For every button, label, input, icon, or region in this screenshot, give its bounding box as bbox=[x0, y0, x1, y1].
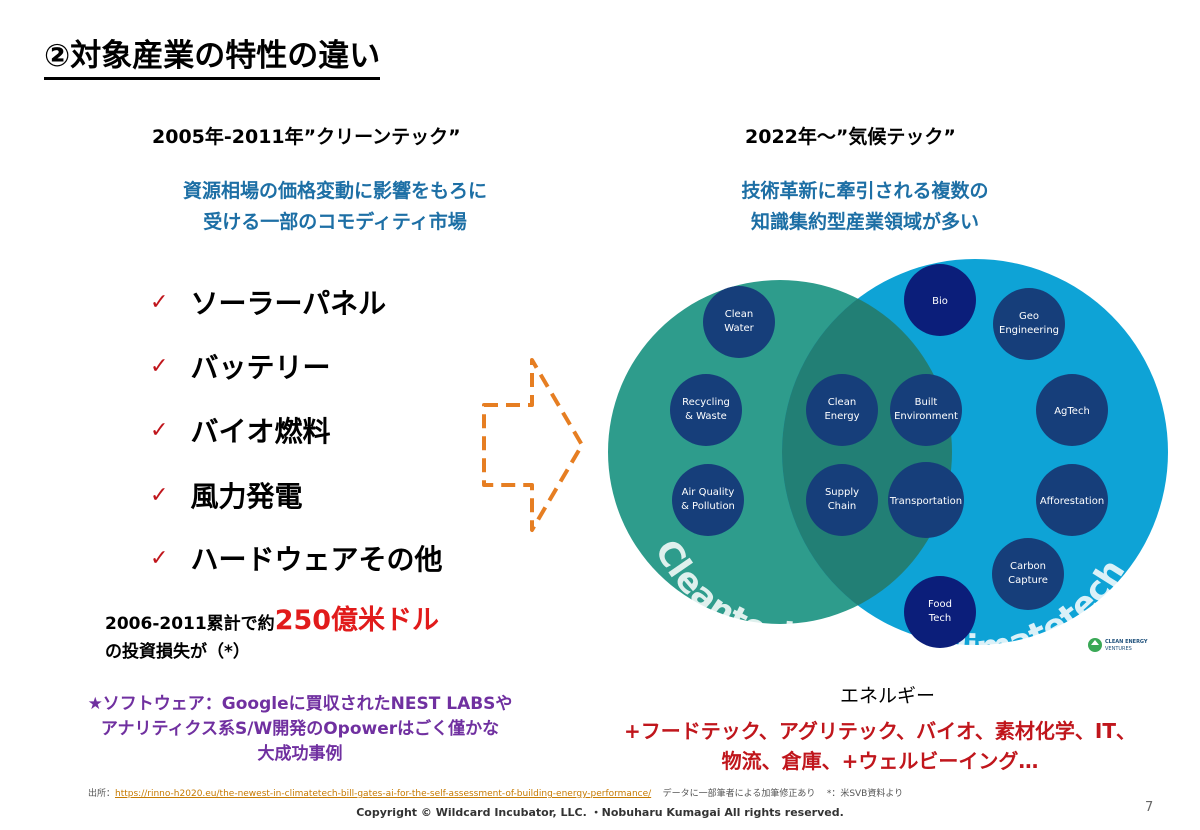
page-title: ②対象産業の特性の違い bbox=[44, 30, 381, 80]
node-carbon-capture: Carbon Capture bbox=[992, 538, 1064, 610]
svg-text:Water: Water bbox=[724, 323, 754, 334]
software-line2: アナリティクス系S/W開発のOpowerはごく僅かな bbox=[100, 719, 500, 739]
software-line3: 大成功事例 bbox=[257, 744, 343, 764]
svg-text:VENTURES: VENTURES bbox=[1105, 646, 1132, 652]
node-afforestation: Afforestation bbox=[1036, 464, 1108, 536]
svg-text:Environment: Environment bbox=[894, 411, 958, 422]
svg-text:Tech: Tech bbox=[928, 613, 951, 624]
check-item-label: ソーラーパネル bbox=[190, 287, 387, 320]
software-note: ★ソフトウェア：Googleに買収されたNEST LABSや アナリティクス系S… bbox=[50, 692, 550, 767]
check-item-wind: ✓ 風力発電 bbox=[150, 475, 302, 515]
svg-text:Food: Food bbox=[928, 599, 952, 610]
cleantech-era-heading: 2005年-2011年”クリーンテック” bbox=[152, 126, 461, 148]
checkmark-icon: ✓ bbox=[150, 353, 169, 379]
page-number: 7 bbox=[1145, 800, 1154, 815]
invest-prefix: 2006-2011累計で約 bbox=[105, 614, 275, 634]
svg-text:Built: Built bbox=[915, 397, 938, 408]
check-item-label: バッテリー bbox=[190, 351, 331, 384]
source-prefix: 出所： bbox=[88, 789, 116, 799]
node-food-tech: Food Tech bbox=[904, 576, 976, 648]
checkmark-icon: ✓ bbox=[150, 289, 169, 315]
svg-text:Supply: Supply bbox=[825, 487, 859, 498]
venn-diagram: Cleantech Climatetech Clean Water Recycl… bbox=[608, 259, 1168, 668]
check-item-biofuel: ✓ バイオ燃料 bbox=[150, 410, 330, 450]
node-transportation: Transportation bbox=[888, 462, 964, 538]
checkmark-icon: ✓ bbox=[150, 417, 169, 443]
svg-text:Engineering: Engineering bbox=[999, 325, 1059, 336]
software-line1: ★ソフトウェア：Googleに買収されたNEST LABSや bbox=[87, 694, 513, 714]
check-item-battery: ✓ バッテリー bbox=[150, 346, 330, 386]
svg-text:Geo: Geo bbox=[1019, 311, 1039, 322]
invest-suffix: の投資損失が（*） bbox=[105, 642, 250, 662]
sectors-list: +フードテック、アグリテック、バイオ、素材化学、IT、 物流、倉庫、+ウェルビー… bbox=[600, 716, 1160, 776]
svg-text:Recycling: Recycling bbox=[682, 397, 730, 408]
overlap-region bbox=[782, 280, 952, 624]
svg-text:Chain: Chain bbox=[828, 501, 857, 512]
node-clean-energy: Clean Energy bbox=[806, 374, 878, 446]
node-bio: Bio bbox=[904, 264, 976, 336]
svg-text:Bio: Bio bbox=[932, 296, 948, 307]
node-air-quality: Air Quality & Pollution bbox=[672, 464, 744, 536]
svg-text:Energy: Energy bbox=[824, 411, 859, 422]
svg-text:Transportation: Transportation bbox=[889, 496, 962, 507]
copyright: Copyright © Wildcard Incubator, LLC. ・No… bbox=[356, 806, 844, 819]
node-built-environment: Built Environment bbox=[890, 374, 962, 446]
check-item-label: 風力発電 bbox=[190, 480, 303, 513]
transition-arrow-icon bbox=[482, 358, 584, 532]
sectors-line2: 物流、倉庫、+ウェルビーイング… bbox=[721, 749, 1039, 773]
svg-text:Carbon: Carbon bbox=[1010, 561, 1046, 572]
clean-energy-ventures-logo: CLEAN ENERGY VENTURES bbox=[1088, 638, 1148, 652]
checkmark-icon: ✓ bbox=[150, 482, 169, 508]
node-supply-chain: Supply Chain bbox=[806, 464, 878, 536]
cleantech-subhead-line1: 資源相場の価格変動に影響をもろに bbox=[182, 180, 487, 202]
check-item-solar: ✓ ソーラーパネル bbox=[150, 282, 386, 322]
svg-text:Afforestation: Afforestation bbox=[1040, 496, 1104, 507]
node-geo-engineering: Geo Engineering bbox=[993, 288, 1065, 360]
checkmark-icon: ✓ bbox=[150, 545, 169, 571]
cleantech-subhead-line2: 受ける一部のコモディティ市場 bbox=[203, 211, 467, 233]
edit-note: データに一部筆者による加筆修正あり bbox=[662, 789, 816, 799]
energy-label: エネルギー bbox=[840, 685, 936, 707]
source-note: 出所：https://rinno-h2020.eu/the-newest-in-… bbox=[88, 786, 903, 799]
svg-text:& Pollution: & Pollution bbox=[681, 501, 735, 512]
climatetech-era-heading: 2022年～”気候テック” bbox=[745, 126, 956, 148]
node-recycling-waste: Recycling & Waste bbox=[670, 374, 742, 446]
node-clean-water: Clean Water bbox=[703, 286, 775, 358]
svg-text:Air Quality: Air Quality bbox=[682, 487, 735, 498]
svg-text:& Waste: & Waste bbox=[685, 411, 727, 422]
svg-text:AgTech: AgTech bbox=[1054, 406, 1090, 417]
check-item-label: ハードウェアその他 bbox=[190, 543, 443, 576]
climatetech-subhead-line1: 技術革新に牽引される複数の bbox=[741, 180, 989, 202]
source-link[interactable]: https://rinno-h2020.eu/the-newest-in-cli… bbox=[115, 789, 652, 799]
check-item-hardware: ✓ ハードウェアその他 bbox=[150, 538, 442, 578]
svg-text:Clean: Clean bbox=[828, 397, 856, 408]
climatetech-subhead-line2: 知識集約型産業領域が多い bbox=[750, 211, 979, 233]
svg-text:Capture: Capture bbox=[1008, 575, 1048, 586]
svg-text:CLEAN ENERGY: CLEAN ENERGY bbox=[1105, 639, 1148, 645]
node-agtech: AgTech bbox=[1036, 374, 1108, 446]
svg-text:Clean: Clean bbox=[725, 309, 753, 320]
sectors-line1: +フードテック、アグリテック、バイオ、素材化学、IT、 bbox=[623, 719, 1137, 743]
cleantech-subhead: 資源相場の価格変動に影響をもろに 受ける一部のコモディティ市場 bbox=[110, 176, 560, 238]
climatetech-subhead: 技術革新に牽引される複数の 知識集約型産業領域が多い bbox=[640, 176, 1090, 238]
investment-loss-note: 2006-2011累計で約250億米ドル の投資損失が（*） bbox=[105, 607, 439, 666]
svb-note: *：米SVB資料より bbox=[826, 789, 904, 799]
check-item-label: バイオ燃料 bbox=[190, 415, 331, 448]
invest-amount: 250億米ドル bbox=[274, 605, 440, 636]
